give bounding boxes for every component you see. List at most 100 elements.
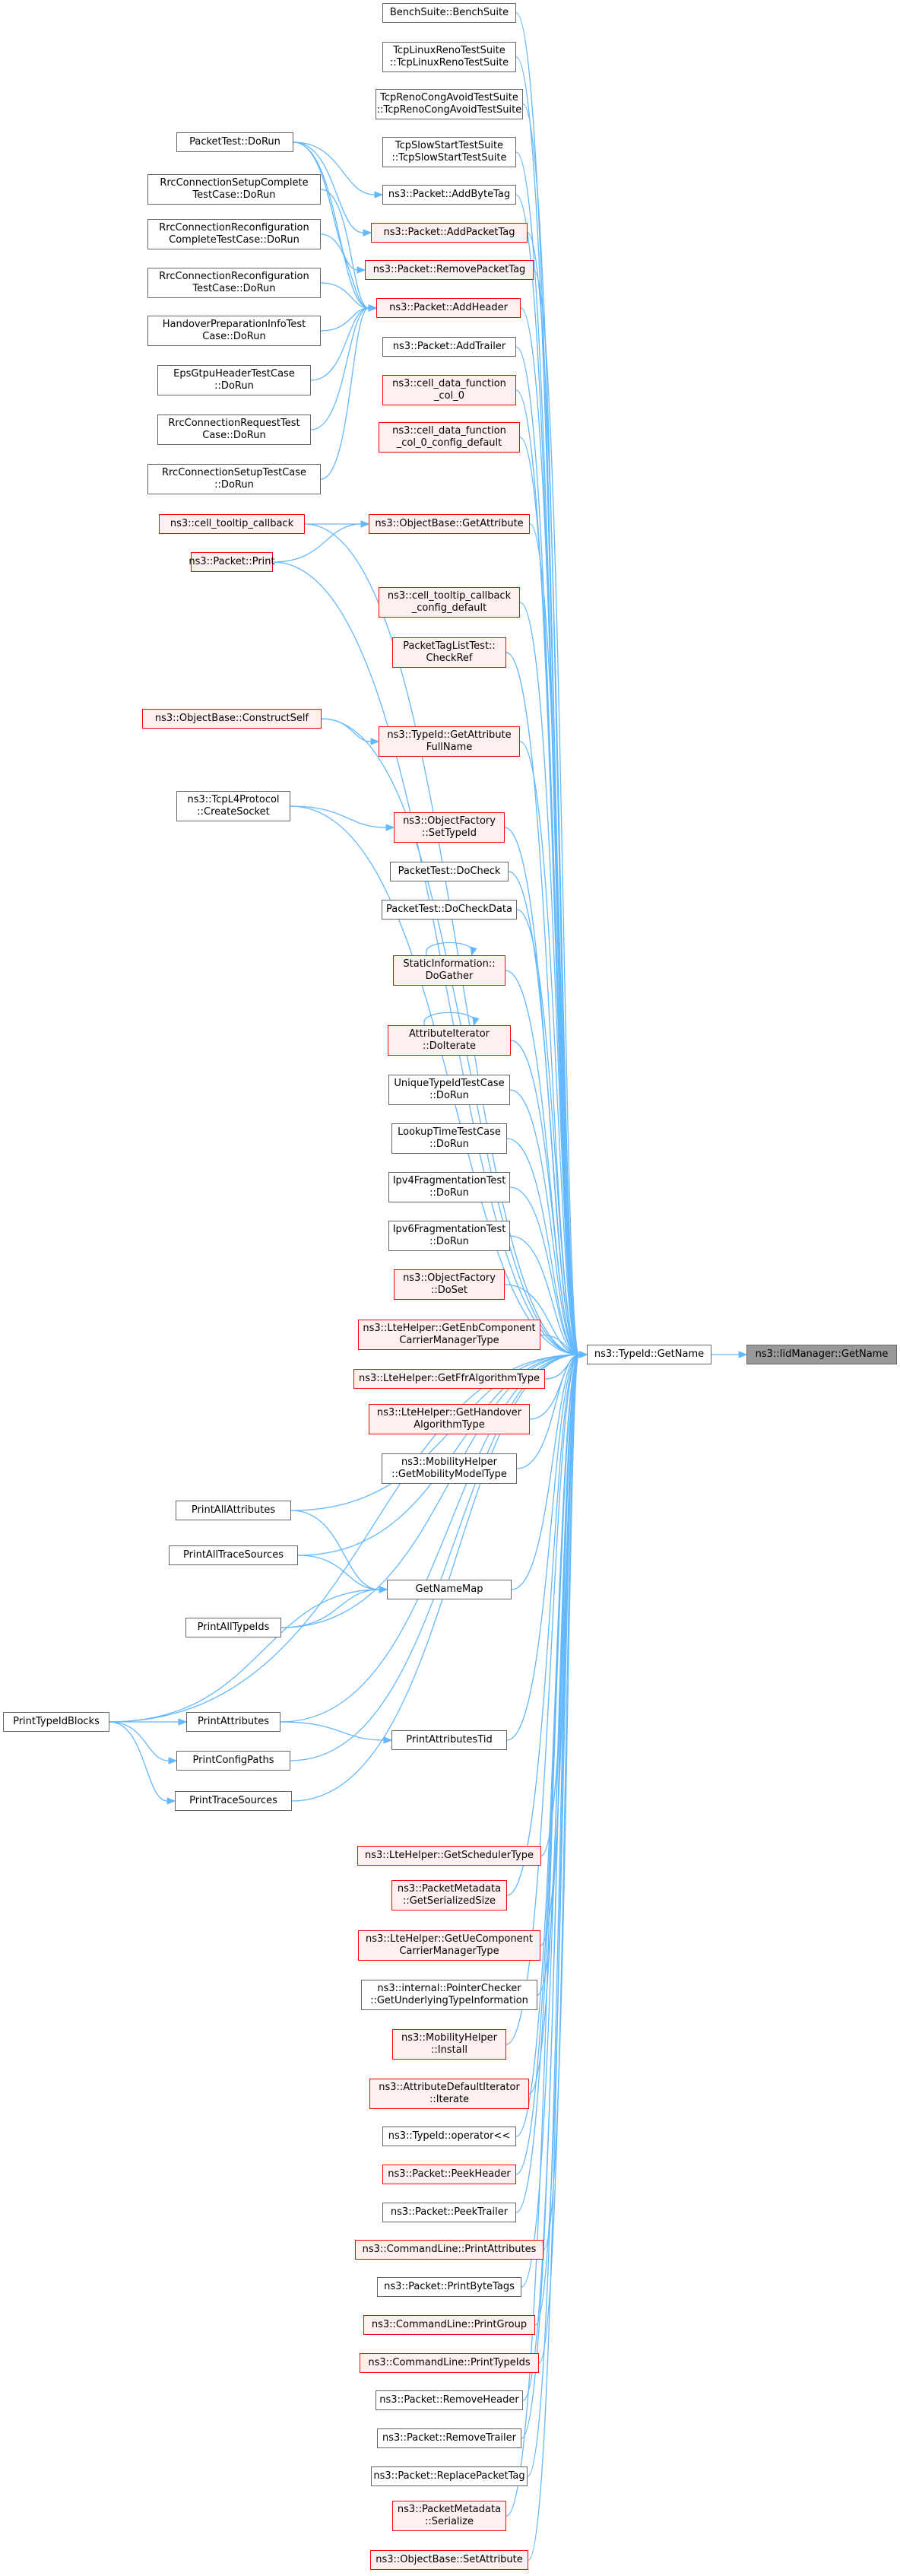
node-rrcconnectionsetuptestcase-dorun[interactable]: RrcConnectionSetupTestCase ::DoRun bbox=[147, 464, 321, 494]
node-ns3-mobilityhelper-getmobilitymodeltype[interactable]: ns3::MobilityHelper ::GetMobilityModelTy… bbox=[382, 1453, 517, 1484]
node-lookuptimetestcase-dorun[interactable]: LookupTimeTestCase ::DoRun bbox=[391, 1123, 507, 1154]
node-attributeiterator-doiterate[interactable]: AttributeIterator ::DoIterate bbox=[388, 1025, 511, 1056]
node-ns3-packetmetadata-serialize[interactable]: ns3::PacketMetadata ::Serialize bbox=[392, 2501, 506, 2531]
node-ns3-typeid-getattribute-fullname[interactable]: ns3::TypeId::GetAttribute FullName bbox=[379, 726, 520, 757]
node-ns3-cell-data-function-col-0-config-default[interactable]: ns3::cell_data_function _col_0_config_de… bbox=[379, 422, 520, 453]
edge-ocs-to-gafn-arrowhead bbox=[370, 738, 380, 745]
edge-apt-to-gn bbox=[527, 232, 580, 1355]
edge-pati-to-gnm bbox=[280, 1589, 380, 1628]
edge-mhgm-to-gn bbox=[516, 1354, 580, 1469]
edge-clpt-to-gn bbox=[538, 1354, 580, 2364]
node-ns3-commandline-printgroup[interactable]: ns3::CommandLine::PrintGroup bbox=[363, 2315, 535, 2335]
node-tcpslowstarttestsuite-tcpslowstarttestsuite[interactable]: TcpSlowStartTestSuite ::TcpSlowStartTest… bbox=[382, 137, 516, 167]
node-staticinformation-dogather[interactable]: StaticInformation:: DoGather bbox=[393, 955, 505, 986]
node-benchsuite-benchsuite[interactable]: BenchSuite::BenchSuite bbox=[382, 3, 516, 23]
node-ns3-typeid-getname[interactable]: ns3::TypeId::GetName bbox=[587, 1345, 711, 1364]
node-tcplinuxrenotestsuite-tcplinuxrenotestsuite[interactable]: TcpLinuxRenoTestSuite ::TcpLinuxRenoTest… bbox=[382, 42, 516, 72]
node-packettaglisttest-checkref[interactable]: PacketTagListTest:: CheckRef bbox=[392, 637, 506, 668]
node-ns3-packet-addbytetag[interactable]: ns3::Packet::AddByteTag bbox=[382, 185, 516, 205]
node-ns3-packet-peektrailer[interactable]: ns3::Packet::PeekTrailer bbox=[382, 2203, 516, 2222]
edge-clpg-to-gn bbox=[534, 1354, 580, 2326]
node-ns3-packet-addheader[interactable]: ns3::Packet::AddHeader bbox=[376, 298, 521, 318]
node-ns3-packet-addtrailer[interactable]: ns3::Packet::AddTrailer bbox=[382, 337, 516, 357]
node-getnamemap[interactable]: GetNameMap bbox=[387, 1580, 512, 1599]
edge-utid-to-gn bbox=[509, 1089, 580, 1355]
edge-aidi-to-gn bbox=[510, 1040, 580, 1355]
node-ns3-ltehelper-getffralgorithmtype[interactable]: ns3::LteHelper::GetFfrAlgorithmType bbox=[353, 1369, 545, 1389]
node-ns3-ltehelper-getschedulertype[interactable]: ns3::LteHelper::GetSchedulerType bbox=[357, 1846, 541, 1866]
edge-rcst-to-ah bbox=[320, 307, 369, 480]
node-printattributestid[interactable]: PrintAttributesTid bbox=[391, 1730, 507, 1750]
node-ns3-packet-addpackettag[interactable]: ns3::Packet::AddPacketTag bbox=[371, 223, 528, 243]
node-ns3-typeid-operator[interactable]: ns3::TypeId::operator<< bbox=[382, 2127, 516, 2146]
node-printalltracesources[interactable]: PrintAllTraceSources bbox=[169, 1545, 298, 1565]
node-ns3-cell-tooltip-callback[interactable]: ns3::cell_tooltip_callback bbox=[159, 514, 305, 534]
node-ns3-tcpl4protocol-createsocket[interactable]: ns3::TcpL4Protocol ::CreateSocket bbox=[176, 791, 290, 821]
node-ns3-mobilityhelper-install[interactable]: ns3::MobilityHelper ::Install bbox=[392, 2029, 506, 2060]
edge-paa-to-gnm bbox=[290, 1510, 380, 1590]
node-ns3-packet-peekheader[interactable]: ns3::Packet::PeekHeader bbox=[382, 2165, 516, 2184]
node-packettest-dorun[interactable]: PacketTest::DoRun bbox=[176, 132, 293, 152]
node-rrcconnectionsetupcomplete-testcase-dorun[interactable]: RrcConnectionSetupComplete TestCase::DoR… bbox=[147, 174, 321, 205]
node-ns3-packet-removetrailer[interactable]: ns3::Packet::RemoveTrailer bbox=[377, 2428, 521, 2448]
edge-ipv6-to-gn bbox=[509, 1235, 580, 1355]
node-ns3-iidmanager-getname: ns3::IidManager::GetName bbox=[746, 1345, 897, 1364]
node-rrcconnectionrequesttest-case-dorun[interactable]: RrcConnectionRequestTest Case::DoRun bbox=[157, 415, 311, 445]
edge-pms-to-gn bbox=[505, 1354, 580, 2517]
edge-osa-to-gn-arrowhead bbox=[578, 1351, 588, 1358]
edge-eps-to-ah bbox=[310, 307, 369, 381]
edge-ah-to-gn bbox=[520, 307, 580, 1355]
node-uniquetypeidtestcase-dorun[interactable]: UniqueTypeIdTestCase ::DoRun bbox=[388, 1075, 510, 1105]
edge-ptdc-to-gn bbox=[508, 871, 580, 1355]
node-ns3-ltehelper-gethandover-algorithmtype[interactable]: ns3::LteHelper::GetHandover AlgorithmTyp… bbox=[369, 1404, 530, 1434]
node-epsgtpuheadertestcase-dorun[interactable]: EpsGtpuHeaderTestCase ::DoRun bbox=[157, 365, 311, 395]
edge-lttc-to-gn bbox=[506, 1138, 580, 1355]
node-ns3-objectbase-constructself[interactable]: ns3::ObjectBase::ConstructSelf bbox=[142, 709, 322, 729]
node-ipv4fragmentationtest-dorun[interactable]: Ipv4FragmentationTest ::DoRun bbox=[388, 1172, 510, 1202]
edge-ptdcd-to-gn bbox=[516, 909, 580, 1355]
node-ns3-packet-printbytetags[interactable]: ns3::Packet::PrintByteTags bbox=[377, 2277, 521, 2297]
node-ns3-packet-replacepackettag[interactable]: ns3::Packet::ReplacePacketTag bbox=[371, 2466, 528, 2486]
node-handoverpreparationinfotest-case-dorun[interactable]: HandoverPreparationInfoTest Case::DoRun bbox=[147, 316, 321, 346]
node-ns3-objectfactory-settypeid[interactable]: ns3::ObjectFactory ::SetTypeId bbox=[394, 812, 505, 843]
node-ns3-packet-removepackettag[interactable]: ns3::Packet::RemovePacketTag bbox=[365, 260, 534, 280]
edge-pp-to-oga-arrowhead bbox=[360, 520, 370, 528]
node-ns3-cell-data-function-col-0[interactable]: ns3::cell_data_function _col_0 bbox=[382, 375, 516, 405]
node-printtracesources[interactable]: PrintTraceSources bbox=[175, 1791, 292, 1811]
node-ns3-packetmetadata-getserializedsize[interactable]: ns3::PacketMetadata ::GetSerializedSize bbox=[391, 1880, 507, 1911]
edge-ocs-to-gafn bbox=[321, 718, 372, 742]
node-rrcconnectionreconfiguration-completetestcase-dorun[interactable]: RrcConnectionReconfiguration CompleteTes… bbox=[147, 219, 321, 249]
node-ipv6fragmentationtest-dorun[interactable]: Ipv6FragmentationTest ::DoRun bbox=[388, 1221, 510, 1251]
edge-ptib-to-pcp-arrowhead bbox=[168, 1757, 178, 1764]
edge-gnm-to-gn bbox=[511, 1354, 580, 1590]
node-ns3-objectbase-getattribute[interactable]: ns3::ObjectBase::GetAttribute bbox=[369, 514, 530, 534]
node-printtypeidblocks[interactable]: PrintTypeIdBlocks bbox=[3, 1712, 109, 1732]
node-tcprenocongavoidtestsuite-tcprenocongavoidtestsuite[interactable]: TcpRenoCongAvoidTestSuite ::TcpRenoCongA… bbox=[376, 89, 523, 119]
node-printalltypeids[interactable]: PrintAllTypeIds bbox=[185, 1618, 281, 1637]
edge-tcp4-to-ofst bbox=[290, 805, 387, 828]
node-ns3-commandline-printattributes[interactable]: ns3::CommandLine::PrintAttributes bbox=[355, 2240, 543, 2260]
node-ns3-attributedefaultiterator-iterate[interactable]: ns3::AttributeDefaultIterator ::Iterate bbox=[369, 2079, 529, 2109]
node-rrcconnectionreconfiguration-testcase-dorun[interactable]: RrcConnectionReconfiguration TestCase::D… bbox=[147, 268, 321, 298]
node-printallattributes[interactable]: PrintAllAttributes bbox=[176, 1501, 291, 1520]
edge-osa-to-gn bbox=[528, 1354, 580, 2561]
node-ns3-objectbase-setattribute[interactable]: ns3::ObjectBase::SetAttribute bbox=[370, 2550, 528, 2570]
node-ns3-packet-print[interactable]: ns3::Packet::Print bbox=[189, 552, 275, 572]
node-packettest-docheck[interactable]: PacketTest::DoCheck bbox=[390, 862, 509, 881]
edge-rcrq-to-ah bbox=[310, 307, 369, 430]
node-ns3-commandline-printtypeids[interactable]: ns3::CommandLine::PrintTypeIds bbox=[360, 2353, 539, 2373]
node-packettest-docheckdata[interactable]: PacketTest::DoCheckData bbox=[382, 900, 517, 920]
node-ns3-internal-pointerchecker-getunderlyingtypeinformation[interactable]: ns3::internal::PointerChecker ::GetUnder… bbox=[361, 1980, 537, 2010]
node-ns3-objectfactory-doset[interactable]: ns3::ObjectFactory ::DoSet bbox=[394, 1269, 505, 1300]
edge-ptib-to-pts bbox=[109, 1721, 168, 1802]
edge-rcrc-to-ah bbox=[320, 233, 369, 309]
node-ns3-cell-tooltip-callback-config-default[interactable]: ns3::cell_tooltip_callback _config_defau… bbox=[379, 587, 520, 618]
node-ns3-ltehelper-getuecomponent-carriermanagertype[interactable]: ns3::LteHelper::GetUeComponent CarrierMa… bbox=[358, 1930, 540, 1961]
node-ns3-ltehelper-getenbcomponent-carriermanagertype[interactable]: ns3::LteHelper::GetEnbComponent CarrierM… bbox=[358, 1320, 540, 1350]
node-ns3-packet-removeheader[interactable]: ns3::Packet::RemoveHeader bbox=[376, 2390, 523, 2410]
edge-ptdorun-to-apt bbox=[293, 141, 364, 233]
edge-rcsc-to-ah bbox=[320, 189, 369, 309]
node-printattributes[interactable]: PrintAttributes bbox=[186, 1712, 280, 1732]
node-printconfigpaths[interactable]: PrintConfigPaths bbox=[176, 1751, 290, 1771]
